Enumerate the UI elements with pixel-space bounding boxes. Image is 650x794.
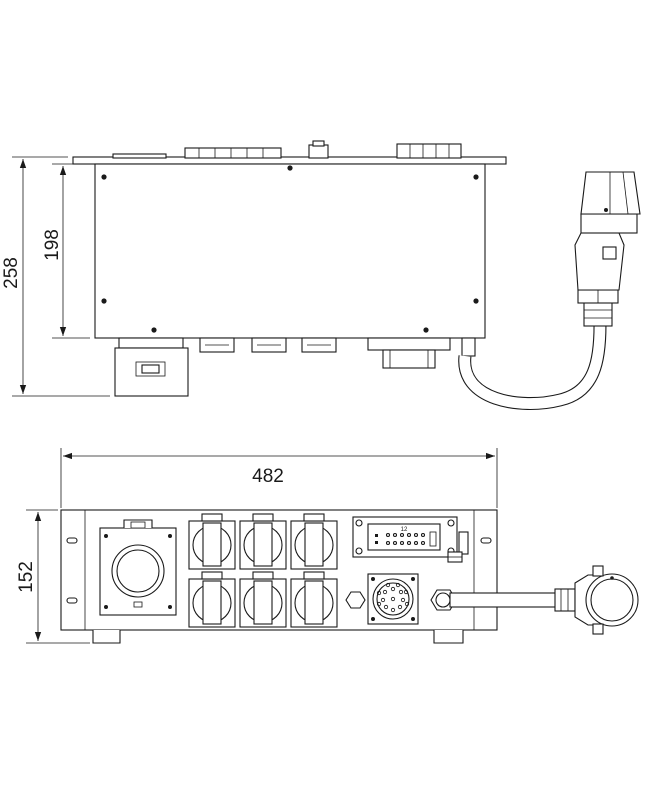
multipin-connector: 12 — [352, 516, 469, 563]
side-box — [94, 163, 486, 339]
schuko-socket — [188, 513, 236, 570]
front-feet — [92, 630, 464, 644]
connector-label: 12 — [401, 527, 408, 533]
schuko-socket — [239, 513, 287, 570]
hex-nut — [345, 591, 366, 609]
schuko-socket — [239, 571, 287, 628]
front-height-label: 152 — [16, 561, 37, 593]
width-label: 482 — [252, 466, 284, 487]
dim-box-height: 198 — [42, 163, 90, 339]
side-bottom-connectors — [199, 337, 476, 369]
dim-width: 482 — [60, 448, 498, 508]
side-view: 258 198 — [1, 140, 641, 411]
side-plug — [574, 171, 641, 327]
side-bottom-socket — [114, 337, 189, 397]
overall-height-label: 258 — [1, 257, 22, 289]
schuko-socket — [290, 513, 338, 570]
front-view: 482 152 — [16, 448, 639, 644]
front-cable — [449, 592, 561, 608]
dim-front-height: 152 — [16, 509, 90, 644]
cee-socket — [99, 519, 177, 616]
front-plug — [554, 565, 639, 635]
schuko-sockets — [188, 513, 338, 628]
circular-connector-pins — [376, 582, 410, 613]
circular-connector — [367, 573, 419, 625]
schuko-socket — [188, 571, 236, 628]
top-connectors — [112, 140, 462, 159]
side-box-screws — [101, 165, 479, 333]
box-height-label: 198 — [42, 229, 63, 261]
schuko-socket — [290, 571, 338, 628]
dim-overall-height: 258 — [1, 156, 110, 397]
